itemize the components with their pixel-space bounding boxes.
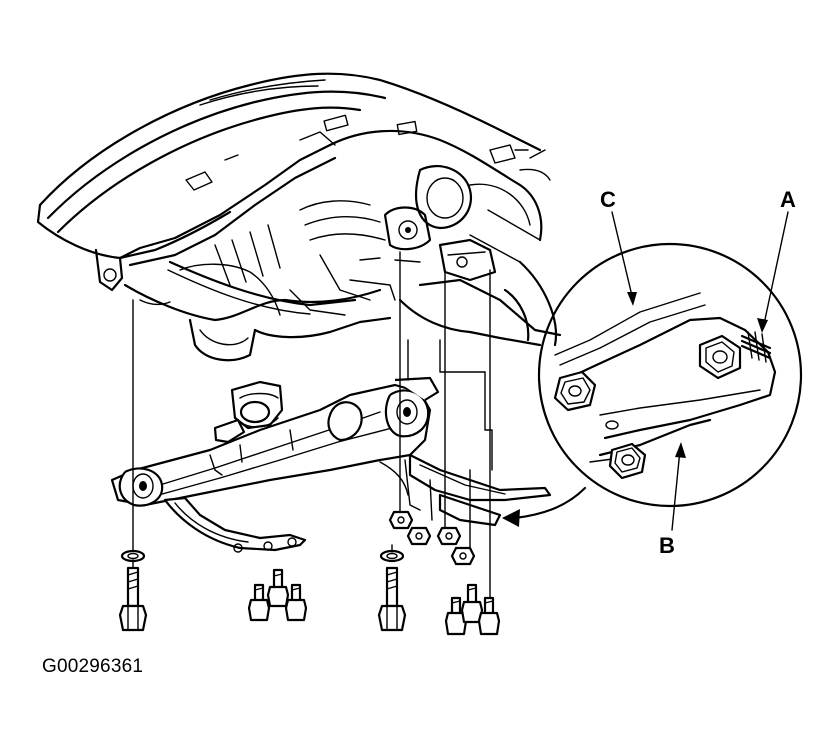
- fastener-set: [118, 510, 501, 636]
- inset-bolt-a: [698, 331, 772, 380]
- left-bolt-cluster: [247, 568, 308, 622]
- inset-bolt-b: [608, 442, 647, 480]
- subframe-nuts: [388, 510, 476, 566]
- detail-inset: [537, 242, 803, 508]
- callout-leaders: [502, 211, 789, 531]
- front-subframe: [110, 376, 552, 553]
- vehicle-underbody: [36, 72, 562, 362]
- figure-id-label: G00296361: [42, 656, 144, 677]
- callout-b-label: B: [659, 533, 675, 558]
- left-long-bolt: [118, 549, 148, 632]
- right-bolt-cluster: [444, 583, 501, 636]
- callout-a-label: A: [780, 187, 796, 212]
- middle-long-bolt: [377, 549, 407, 632]
- inset-bolt-left: [553, 370, 597, 412]
- alignment-lines: [132, 251, 493, 599]
- callout-c-label: C: [600, 187, 616, 212]
